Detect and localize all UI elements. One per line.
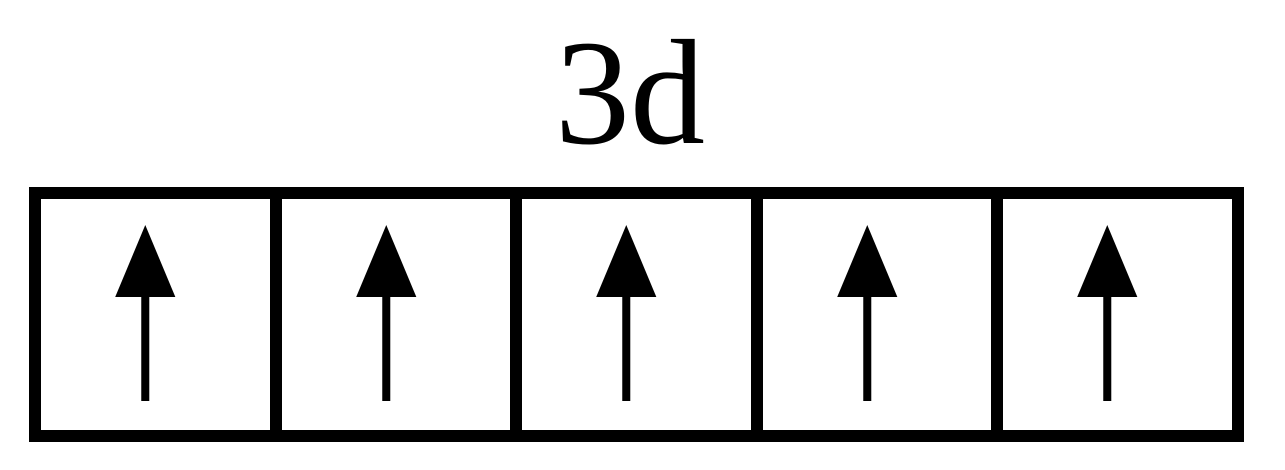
orbital-box (991, 199, 1232, 430)
orbital-box-content (115, 225, 176, 401)
orbital-box (269, 199, 511, 430)
orbital-box (41, 199, 270, 430)
spin-up-arrow-icon (836, 225, 898, 401)
orbital-box (750, 199, 992, 430)
orbital-box-content (596, 225, 657, 401)
orbital-box-content (836, 225, 898, 401)
spin-up-arrow-icon (596, 225, 657, 401)
orbital-box-content (1077, 225, 1138, 401)
orbital-box-content (355, 225, 416, 401)
spin-up-arrow-icon (1077, 225, 1138, 401)
orbital-box-row (29, 187, 1244, 442)
spin-up-arrow-icon (355, 225, 416, 401)
orbital-box (510, 199, 751, 430)
orbital-label: 3d (555, 10, 705, 176)
spin-up-arrow-icon (115, 225, 176, 401)
